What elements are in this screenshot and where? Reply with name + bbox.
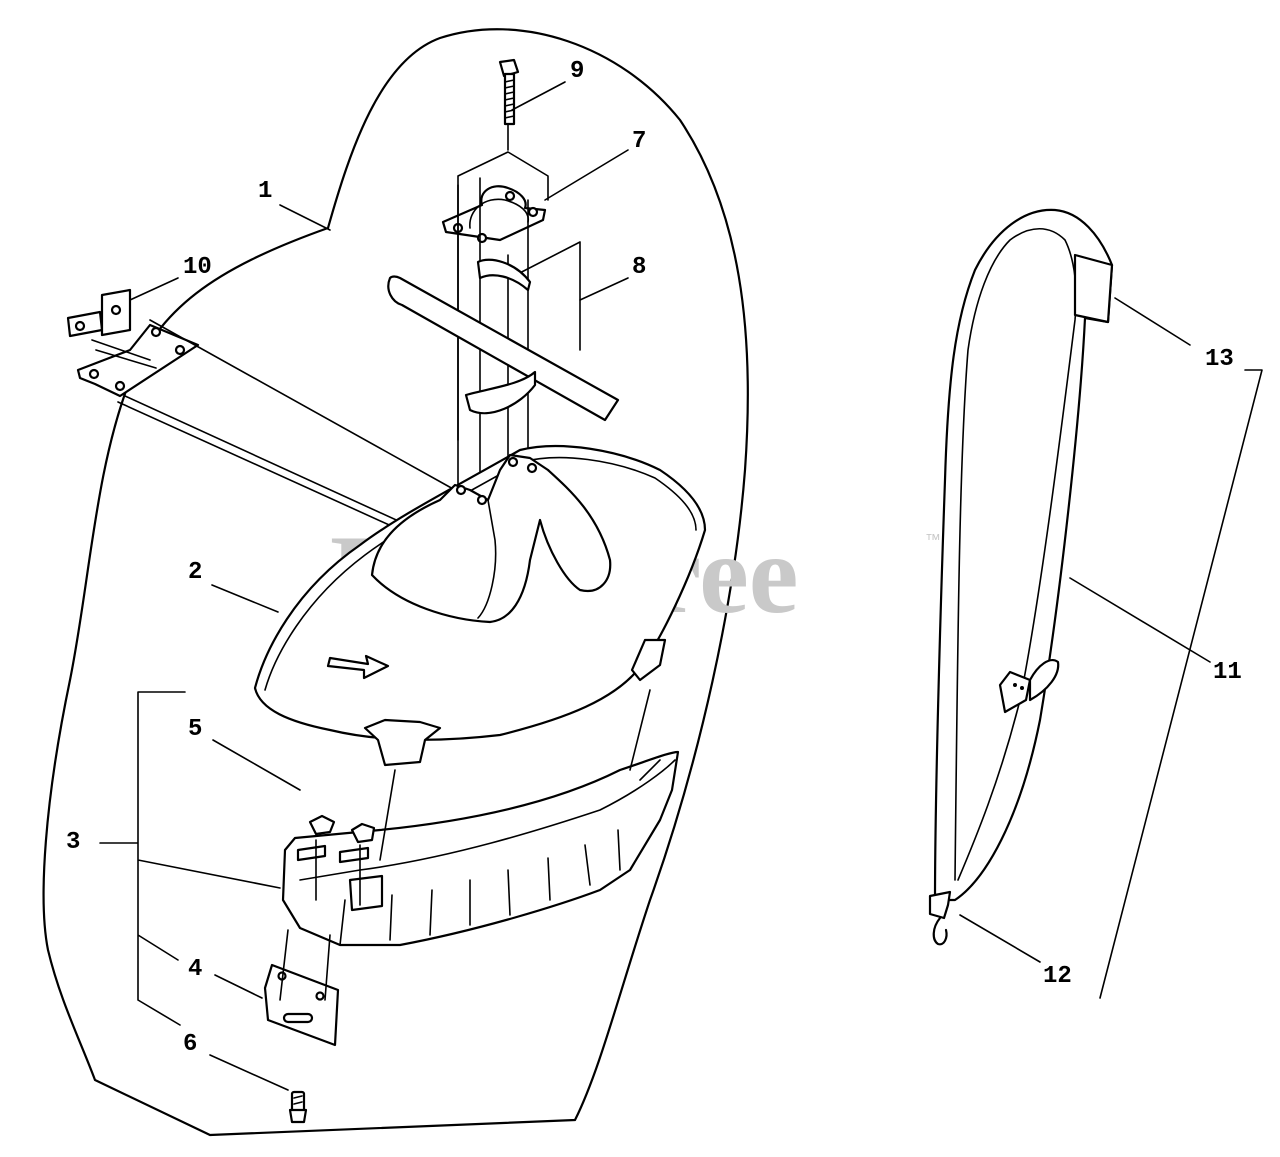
assembly-outline <box>42 28 749 1137</box>
part-9-bolt <box>498 58 520 126</box>
callout-13: 13 <box>1205 346 1234 373</box>
callout-5: 5 <box>188 716 202 743</box>
trademark-symbol: ™ <box>925 532 941 549</box>
leader-lines <box>99 81 1263 1091</box>
part-8-shaft-clamps <box>387 258 620 422</box>
callout-12: 12 <box>1043 963 1072 990</box>
part-11-strap <box>928 208 1114 946</box>
part-5-nuts <box>308 769 396 906</box>
callout-labels: 1 2 3 4 5 6 7 8 9 10 11 12 13 <box>66 58 1242 1058</box>
callout-2: 2 <box>188 559 202 586</box>
part-10-bracket <box>66 288 456 549</box>
part-3-skirt <box>281 689 680 947</box>
callout-1: 1 <box>258 178 272 205</box>
assembly-lines <box>457 123 581 486</box>
part-6-screw <box>288 1090 308 1124</box>
part-4-plate <box>263 929 340 1047</box>
callout-7: 7 <box>632 128 646 155</box>
callout-8: 8 <box>632 254 646 281</box>
callout-3: 3 <box>66 829 80 856</box>
callout-4: 4 <box>188 956 202 983</box>
callout-6: 6 <box>183 1031 197 1058</box>
part-2-trimmer-guard <box>253 445 707 767</box>
callout-9: 9 <box>570 58 584 85</box>
callout-11: 11 <box>1213 659 1242 686</box>
callout-10: 10 <box>183 254 212 281</box>
